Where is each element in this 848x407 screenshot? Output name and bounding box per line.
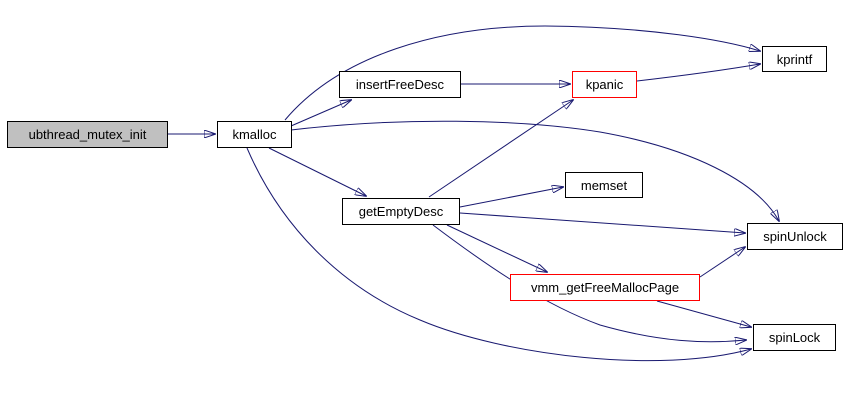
edge-kmalloc-spinLock: [246, 147, 751, 362]
node-vmm_getFreeMallocPage[interactable]: vmm_getFreeMallocPage: [510, 274, 700, 301]
edge-getEmptyDesc-spinUnlock: [459, 212, 745, 233]
node-getEmptyDesc[interactable]: getEmptyDesc: [342, 198, 460, 225]
edge-kmalloc-spinUnlock: [290, 120, 779, 221]
edge-getEmptyDesc-kpanic: [428, 100, 573, 198]
node-ubthread_mutex_init: ubthread_mutex_init: [7, 121, 168, 148]
edge-getEmptyDesc-memset: [459, 187, 563, 208]
node-kmalloc[interactable]: kmalloc: [217, 121, 292, 148]
node-spinUnlock[interactable]: spinUnlock: [747, 223, 843, 250]
edge-kpanic-kprintf: [636, 64, 760, 82]
node-memset[interactable]: memset: [565, 172, 643, 198]
edge-kmalloc-insertFreeDesc: [290, 100, 351, 127]
edge-kmalloc-getEmptyDesc: [268, 147, 366, 196]
edge-getEmptyDesc-vmm_getFreeMallocPage: [446, 224, 547, 272]
node-kpanic[interactable]: kpanic: [572, 71, 637, 98]
edge-getEmptyDesc-spinLock: [432, 224, 746, 342]
node-kprintf[interactable]: kprintf: [762, 46, 827, 72]
node-spinLock[interactable]: spinLock: [753, 324, 836, 351]
node-insertFreeDesc[interactable]: insertFreeDesc: [339, 71, 461, 98]
edge-vmm_getFreeMallocPage-spinLock: [656, 300, 751, 327]
edge-vmm_getFreeMallocPage-spinUnlock: [699, 247, 745, 278]
